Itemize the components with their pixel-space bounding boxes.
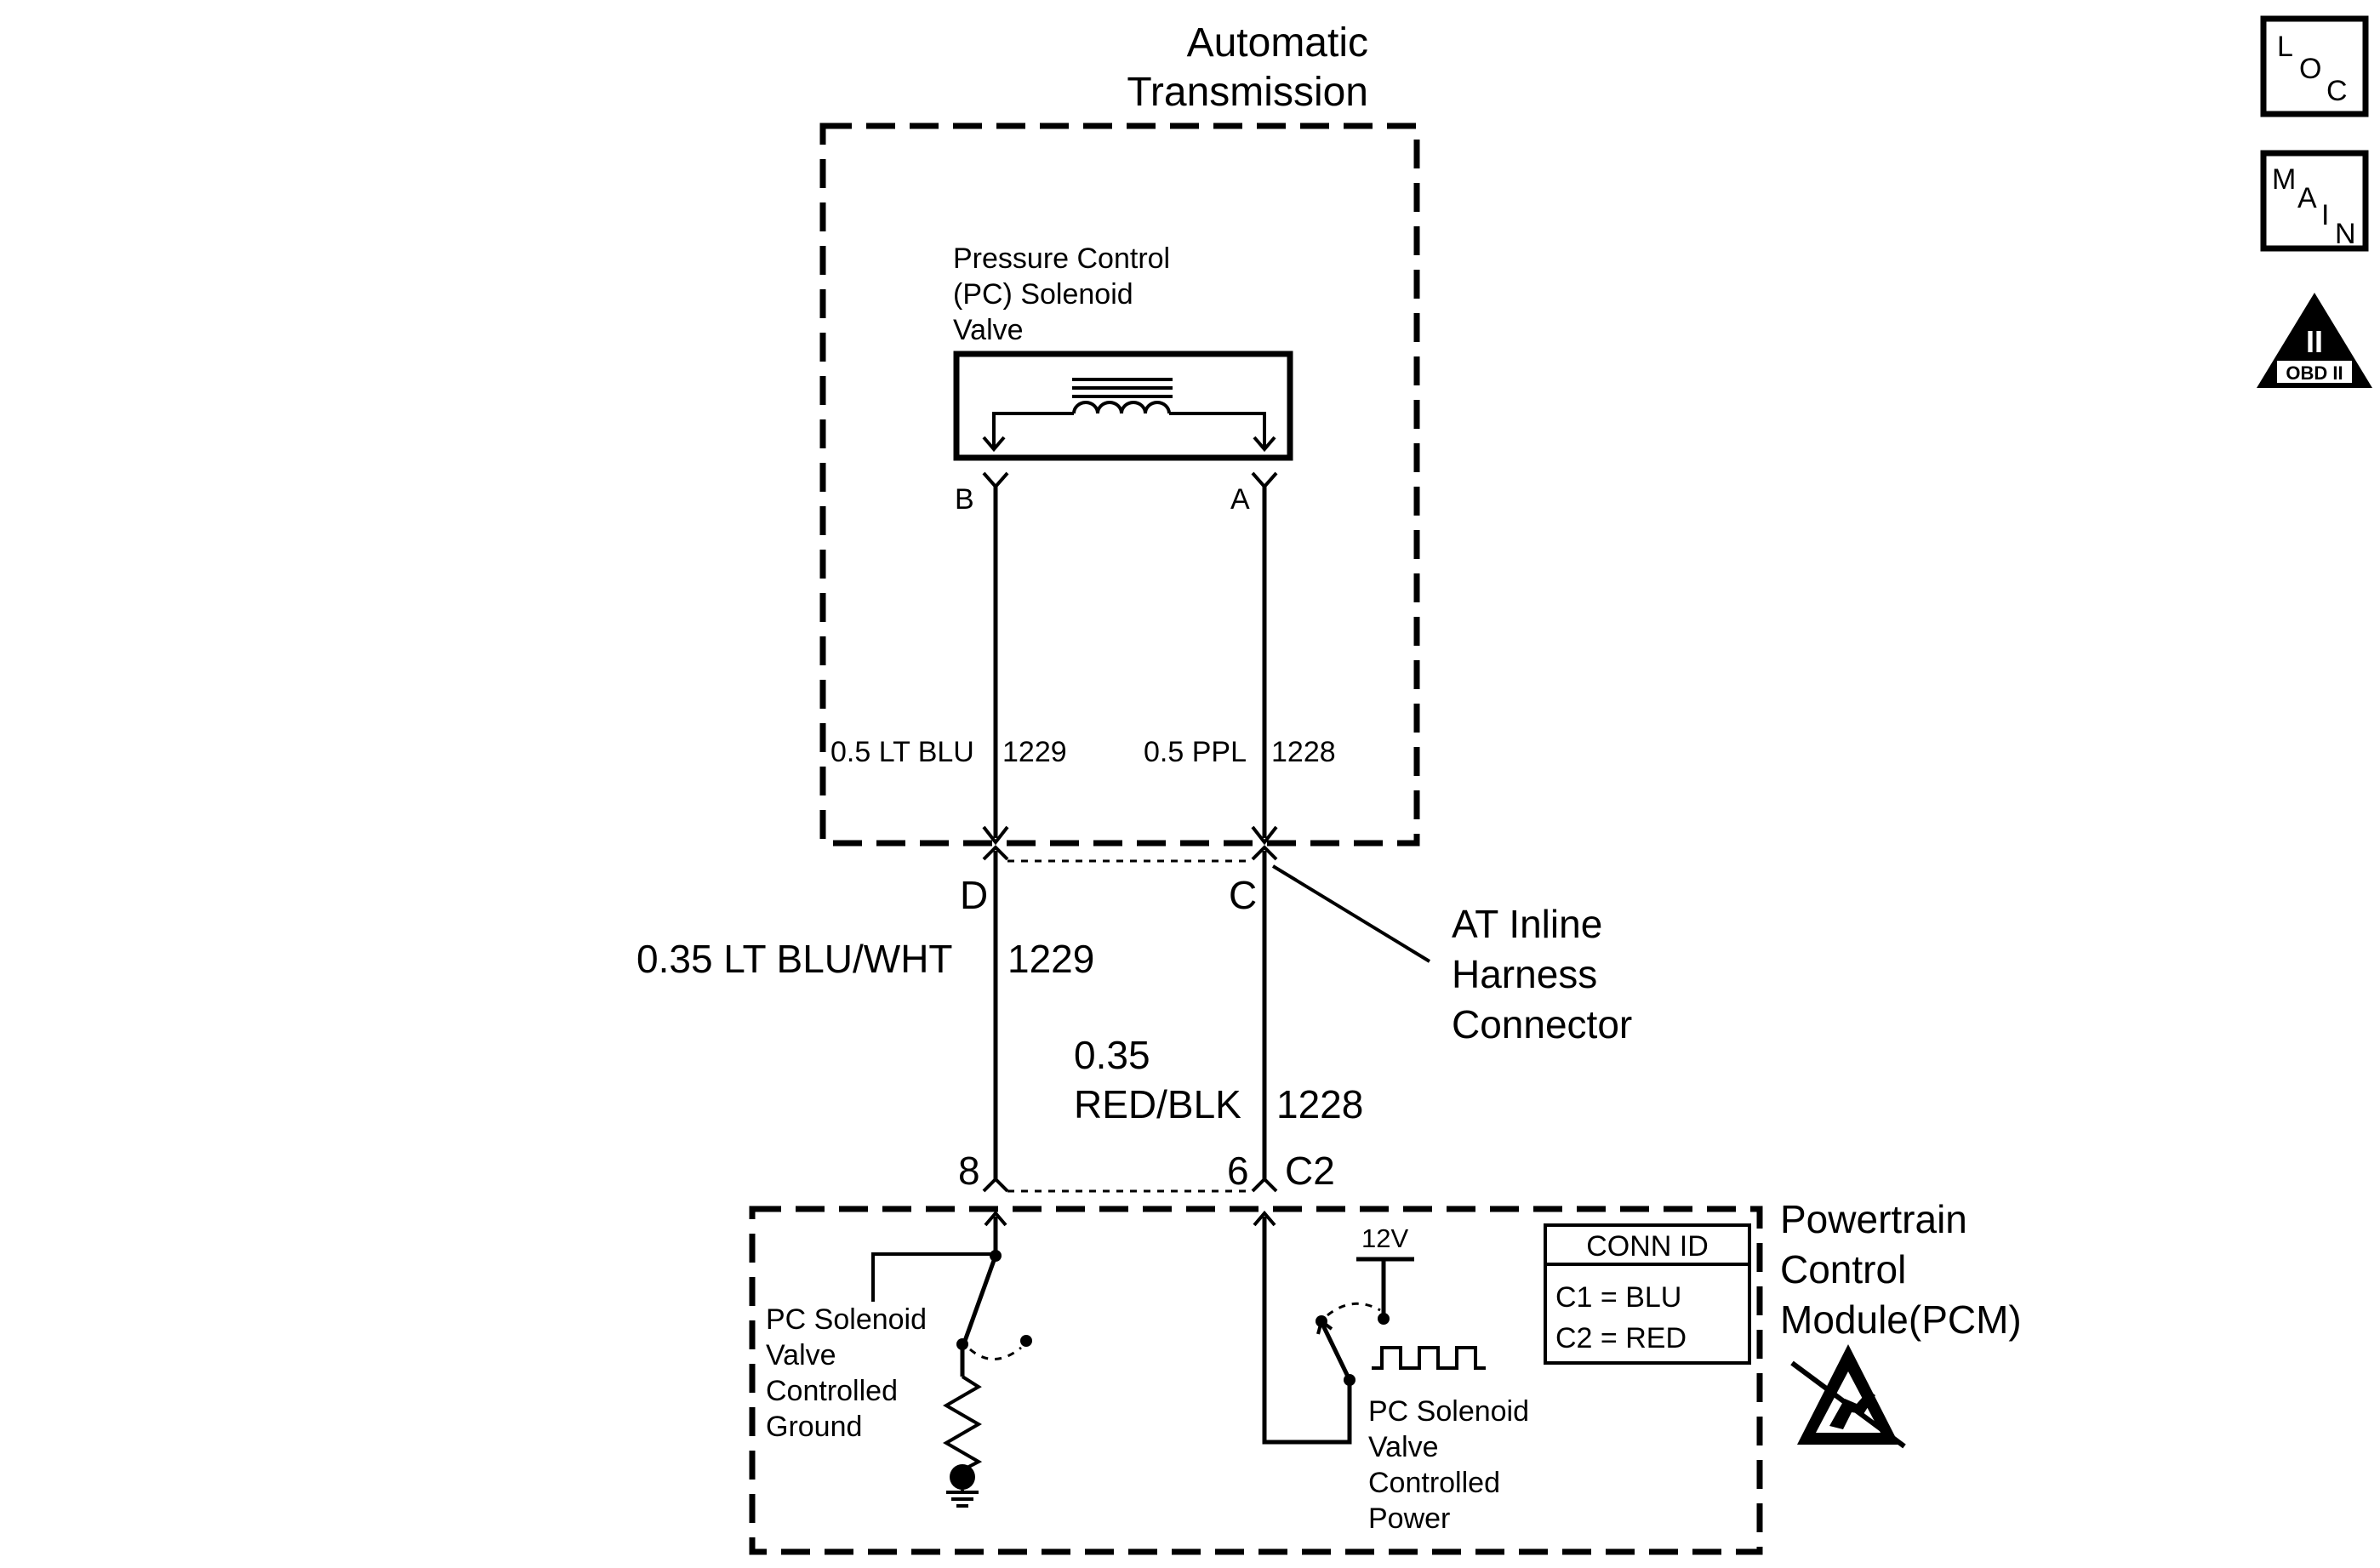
pc-solenoid-valve-symbol — [953, 351, 1293, 461]
connector-label-line1: AT Inline — [1452, 902, 1602, 946]
esd-sensitive-icon — [1790, 1344, 1906, 1449]
pcm-title-line3: Module(PCM) — [1780, 1297, 2022, 1342]
pcm-title-line2: Control — [1780, 1247, 1906, 1291]
at-inline-harness-connector[interactable]: D C AT Inline Harness Connector — [960, 859, 1632, 1046]
solenoid-label-line3: Valve — [953, 314, 1024, 346]
pcm-pin-8: 8 — [958, 1149, 980, 1193]
obd-numeral: II — [2306, 324, 2323, 359]
transmission-wire-left-color: 0.5 LT BLU — [830, 736, 974, 768]
power-label-line4: Power — [1368, 1502, 1450, 1535]
solenoid-label-line1: Pressure Control — [953, 242, 1170, 275]
transmission-title-line2: Transmission — [1127, 70, 1368, 115]
obd-ii-icon[interactable]: II OBD II — [2257, 293, 2372, 388]
controlled-ground-switch — [871, 1210, 1032, 1508]
ground-label-line1: PC Solenoid — [766, 1303, 927, 1336]
connector-leader-line — [1271, 864, 1431, 963]
controlled-power-switch — [1253, 1210, 1486, 1445]
pcm-pin-6: 6 — [1227, 1149, 1249, 1193]
conn-id-header: CONN ID — [1586, 1230, 1709, 1263]
harness-labels: 0.35 LT BLU/WHT 1229 0.35 RED/BLK 1228 8… — [636, 937, 1363, 1193]
automatic-transmission-block: Automatic Transmission Pressure Control … — [819, 20, 1420, 847]
circuit-1228-wire[interactable] — [1251, 487, 1278, 1193]
conn-id-row-c2: C2 = RED — [1555, 1322, 1687, 1354]
main-icon[interactable]: M A I N — [2260, 150, 2369, 252]
power-label-line1: PC Solenoid — [1368, 1395, 1529, 1428]
ground-label-line2: Valve — [766, 1339, 836, 1371]
main-letter-m: M — [2272, 163, 2296, 196]
loc-icon[interactable]: L O C — [2260, 15, 2369, 117]
ground-label-line3: Controlled — [766, 1375, 898, 1407]
main-letter-i: I — [2321, 199, 2329, 231]
connector-label-line3: Connector — [1452, 1002, 1632, 1046]
connector-pin-d: D — [960, 873, 988, 917]
transmission-wire-left-circuit: 1229 — [1002, 736, 1067, 768]
conn-id-row-c1: C1 = BLU — [1555, 1281, 1681, 1314]
transmission-boundary — [819, 123, 1420, 847]
pcm-block: Powertrain Control Module(PCM) PC Soleno… — [749, 1197, 2022, 1555]
loc-letter-o: O — [2299, 53, 2321, 85]
solenoid-label-line2: (PC) Solenoid — [953, 278, 1133, 311]
main-letter-n: N — [2335, 218, 2356, 250]
circuit-1229-wire[interactable] — [982, 487, 1009, 1193]
transmission-title-line1: Automatic — [1187, 20, 1368, 66]
harness-wire-left-circuit: 1229 — [1007, 937, 1094, 981]
power-label-line2: Valve — [1368, 1431, 1439, 1463]
harness-wire-right-color: RED/BLK — [1074, 1082, 1241, 1126]
loc-letter-c: C — [2326, 75, 2348, 107]
harness-wire-right-gauge: 0.35 — [1074, 1033, 1150, 1077]
connector-pin-c: C — [1229, 873, 1257, 917]
solenoid-pin-a: A — [1230, 483, 1250, 516]
obd-label: OBD II — [2286, 362, 2343, 384]
ground-label-line4: Ground — [766, 1411, 862, 1443]
pcm-boundary — [749, 1206, 1763, 1555]
transmission-wire-right-color: 0.5 PPL — [1144, 736, 1247, 768]
solenoid-pin-b: B — [955, 483, 974, 516]
pcm-connector-c2: C2 — [1285, 1149, 1335, 1193]
loc-letter-l: L — [2277, 31, 2293, 63]
pcm-title-line1: Powertrain — [1780, 1197, 1967, 1241]
conn-id-table: CONN ID C1 = BLU C2 = RED — [1544, 1223, 1751, 1365]
main-letter-a: A — [2297, 182, 2317, 214]
power-label-line3: Controlled — [1368, 1467, 1500, 1499]
connector-label-line2: Harness — [1452, 952, 1597, 996]
supply-12v-label: 12V — [1361, 1223, 1408, 1253]
harness-wire-right-circuit: 1228 — [1276, 1082, 1363, 1126]
transmission-wire-right-circuit: 1228 — [1271, 736, 1336, 768]
harness-wire-left-color: 0.35 LT BLU/WHT — [636, 937, 953, 981]
